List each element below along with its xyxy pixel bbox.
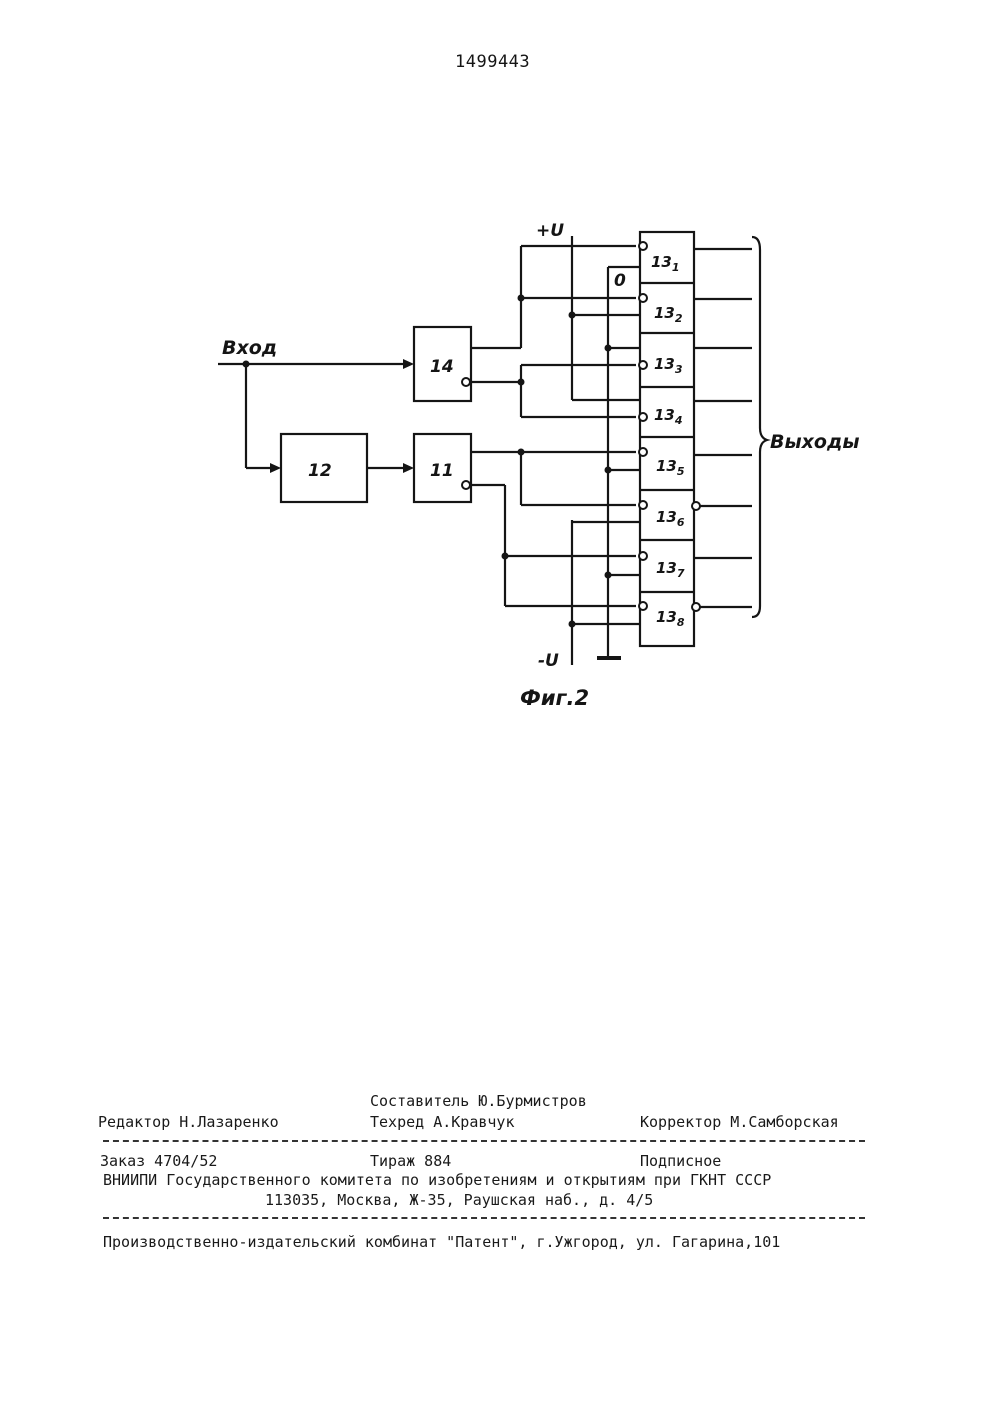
subscription-line: Подписное (640, 1152, 721, 1170)
corrector-line: Корректор М.Самборская (640, 1113, 839, 1131)
figure-caption: Фиг.2 (520, 686, 589, 710)
switch-stack (640, 232, 694, 646)
switch-label: 138 (656, 608, 685, 629)
vniipi-line: ВНИИПИ Государственного комитета по изоб… (103, 1171, 771, 1189)
switch-label: 135 (656, 457, 685, 478)
imprint-divider-top (103, 1140, 865, 1142)
zero-label: 0 (614, 271, 626, 291)
order-line: Заказ 4704/52 (100, 1152, 217, 1170)
techred-line: Техред А.Кравчук (370, 1113, 515, 1131)
block-11-label: 11 (430, 461, 454, 481)
input-label: Вход (222, 337, 277, 359)
switch-label: 134 (654, 406, 683, 427)
outputs-label: Выходы (770, 431, 860, 453)
block-14-label: 14 (430, 357, 454, 377)
switch-label: 133 (654, 355, 683, 376)
switch-label: 131 (651, 253, 680, 274)
imprint-divider-bottom (103, 1217, 865, 1219)
circulation-line: Тираж 884 (370, 1152, 451, 1170)
minus-u-label: -U (538, 651, 559, 671)
outputs-brace (752, 237, 767, 617)
switch-label: 137 (656, 559, 685, 580)
switch-label: 132 (654, 304, 683, 325)
switch-label: 136 (656, 508, 685, 529)
editor-line: Редактор Н.Лазаренко (98, 1113, 279, 1131)
block-12-label: 12 (308, 461, 332, 481)
printer-line: Производственно-издательский комбинат "П… (103, 1233, 780, 1251)
address-line: 113035, Москва, Ж-35, Раушская наб., д. … (265, 1191, 653, 1209)
plus-u-label: +U (536, 221, 564, 241)
composer-line: Составитель Ю.Бурмистров (370, 1092, 587, 1110)
circuit-diagram: Вход Выходы +U -U 0 14 12 11 Фиг.2 131 1… (0, 0, 1000, 760)
